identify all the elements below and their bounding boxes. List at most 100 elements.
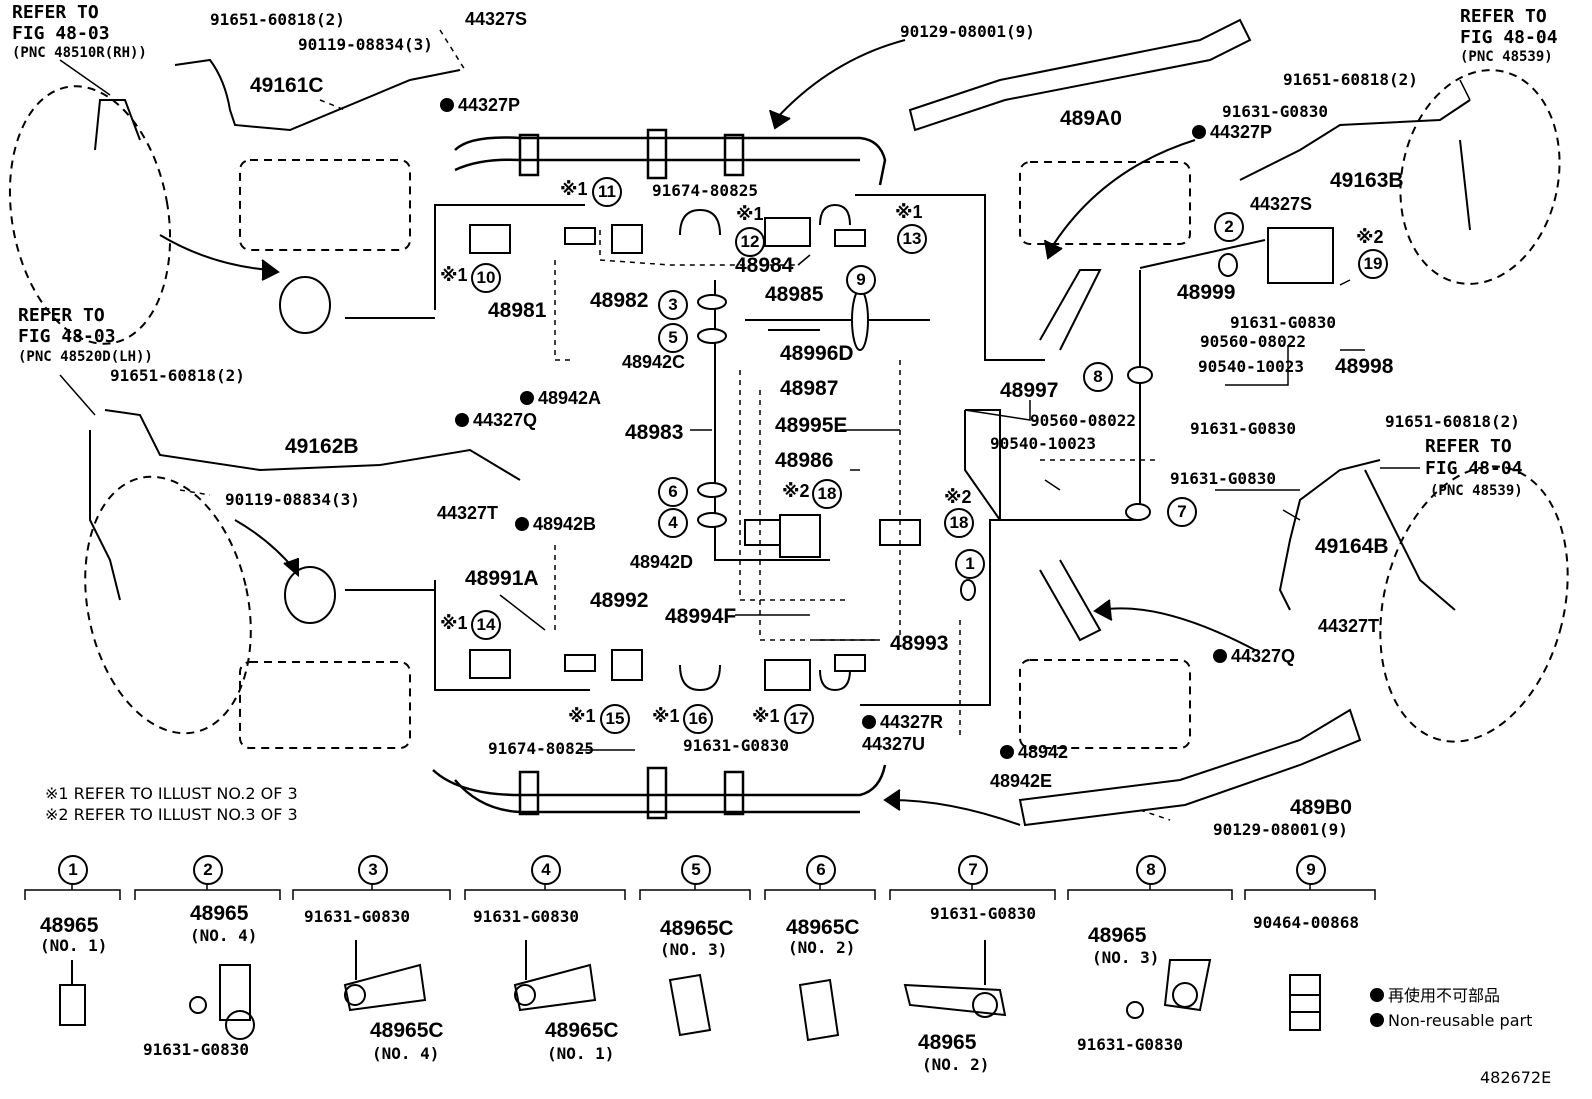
ref-mark: ※1 [652, 706, 680, 726]
non-reusable-dot [1370, 988, 1384, 1002]
part-sub-label: (NO. 1) [40, 936, 108, 955]
part-label: 48965 [918, 1031, 977, 1054]
part-label: 91651-60818(2) [110, 366, 245, 385]
callout-circle: 6 [658, 477, 688, 507]
non-reusable-dot [1192, 125, 1206, 139]
part-label: 90560-08022 [1200, 332, 1306, 351]
ref-mark: ※1 [752, 706, 780, 726]
part-label: 91631-G0830 [1190, 419, 1296, 438]
clamps [697, 253, 1238, 601]
part-label: 48942C [622, 352, 686, 372]
ref-mark: ※1 [736, 204, 764, 224]
main-piping [345, 194, 1266, 706]
ref-label: REFER TO [1425, 436, 1512, 457]
non-reusable-dot [1213, 649, 1227, 663]
part-label: 91631-G0830 [1077, 1035, 1183, 1054]
callout-circle: 5 [681, 855, 711, 885]
callout-circle: 5 [658, 323, 688, 353]
non-reusable-dot [1000, 745, 1014, 759]
callout-circle: 9 [846, 265, 876, 295]
callout-circle: 3 [658, 290, 688, 320]
callout-circle: 18 [812, 479, 842, 509]
part-label: 48984 [735, 254, 794, 277]
callout-circle: 11 [592, 177, 622, 207]
hoses [89, 58, 1471, 642]
part-label: 90129-08001(9) [1213, 820, 1348, 839]
ref-label: REFER TO [12, 2, 99, 23]
components [279, 203, 1334, 692]
ref-mark: ※1 [895, 202, 923, 222]
part-sub-label: (NO. 4) [190, 926, 258, 945]
callout-circle: 7 [958, 855, 988, 885]
ref-pnc: (PNC 48520D(LH)) [18, 349, 153, 365]
part-label: 48999 [1177, 281, 1236, 304]
part-label: 44327T [1318, 616, 1380, 636]
part-sub-label: (NO. 3) [1092, 948, 1160, 967]
illustration-code: 482672E [1480, 1068, 1552, 1087]
ref-figure: FIG 48-04 [1460, 27, 1558, 48]
callout-circle: 15 [600, 704, 630, 734]
ref-label: REFER TO [18, 305, 105, 326]
body-outlines [8, 69, 1569, 749]
part-label: 48981 [488, 299, 547, 322]
part-label: 48942 [1000, 743, 1068, 761]
part-label: 49163B [1330, 169, 1404, 192]
part-sub-label: (NO. 2) [922, 1055, 990, 1074]
ref-mark: ※1 [560, 179, 588, 199]
arrows [159, 39, 1256, 826]
ref-mark: ※1 [440, 613, 468, 633]
part-label: 44327P [1192, 123, 1272, 141]
part-label: 90540-10023 [1198, 357, 1304, 376]
callout-circle: 1 [58, 855, 88, 885]
callout-circle: 4 [531, 855, 561, 885]
callout-circle: 17 [784, 704, 814, 734]
part-sub-label: (NO. 1) [547, 1044, 615, 1063]
non-reusable-dot [515, 517, 529, 531]
part-label: 44327U [862, 734, 926, 754]
ref-mark: ※2 [944, 487, 972, 507]
callout-circle: 19 [1358, 249, 1388, 279]
part-label: 48965C [786, 916, 860, 939]
part-label: 90119-08834(3) [225, 490, 360, 509]
part-label: 44327P [440, 96, 520, 114]
part-label: 44327Q [455, 411, 537, 429]
part-label: 48982 [590, 289, 649, 312]
part-label: 44327Q [1213, 647, 1295, 665]
ref-pnc: (PNC 48539) [1460, 49, 1553, 65]
ref-mark: ※2 [1356, 227, 1384, 247]
part-label: 91651-60818(2) [1283, 70, 1418, 89]
part-label: 91631-G0830 [473, 907, 579, 926]
callout-circle: 8 [1083, 362, 1113, 392]
ref-pnc: (PNC 48510R(RH)) [12, 45, 147, 61]
part-label: 489B0 [1290, 796, 1352, 819]
part-label: 48985 [765, 283, 824, 306]
part-label: 48998 [1335, 355, 1394, 378]
ref-figure: FIG 48-03 [18, 326, 116, 347]
part-label: 90464-00868 [1253, 913, 1359, 932]
brackets [908, 18, 1362, 827]
leaders [59, 59, 1471, 751]
part-label: 44327T [437, 503, 499, 523]
callout-circle: 16 [683, 704, 713, 734]
callout-circle: 14 [471, 610, 501, 640]
part-label: 91651-60818(2) [1385, 412, 1520, 431]
part-label: 48942E [990, 771, 1053, 791]
callout-circle: 18 [944, 508, 974, 538]
non-reusable-dot [1370, 1013, 1384, 1027]
part-label: 48993 [890, 632, 949, 655]
part-label: 489A0 [1060, 107, 1122, 130]
callout-circle: 7 [1167, 497, 1197, 527]
part-label: 91631-G0830 [304, 907, 410, 926]
part-sub-label: (NO. 4) [372, 1044, 440, 1063]
legend-non-reusable-en: Non-reusable part [1370, 1013, 1532, 1029]
illust-note: ※1 REFER TO ILLUST NO.2 OF 3 [45, 784, 298, 803]
part-label: 90540-10023 [990, 434, 1096, 453]
part-label: 48986 [775, 449, 834, 472]
non-reusable-dot [455, 413, 469, 427]
non-reusable-dot [440, 98, 454, 112]
bottom-row-parts [59, 940, 1321, 1042]
callout-circle: 12 [735, 227, 765, 257]
part-label: 44327R [862, 713, 943, 731]
part-label: 91631-G0830 [143, 1040, 249, 1059]
